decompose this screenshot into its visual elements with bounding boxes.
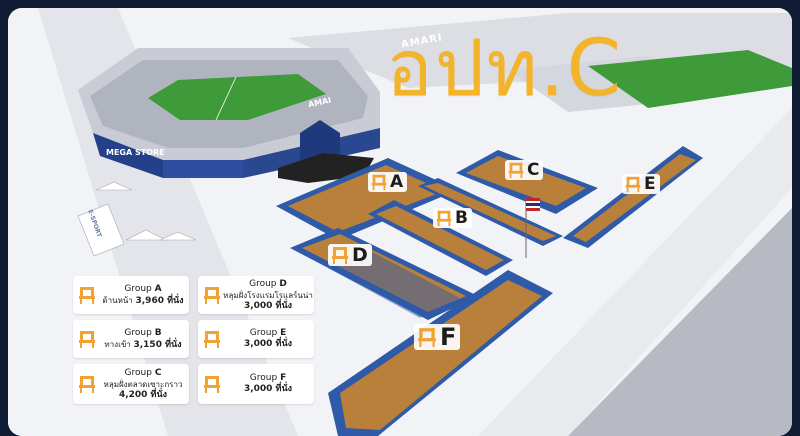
zone-label-c[interactable]: C — [505, 159, 544, 180]
chair-icon — [435, 209, 453, 227]
legend-count: 3,000 ที่นั่ง — [243, 300, 293, 311]
chair-icon — [416, 326, 438, 348]
seating-block-c — [456, 150, 598, 214]
venue-map: AMARI AMAI MEGA STORE E-SPORT อปท.C A B … — [8, 8, 792, 436]
chair-icon — [330, 245, 350, 265]
legend-desc: ทางเข้า — [104, 339, 131, 349]
zone-letter: E — [644, 173, 656, 194]
legend-desc: หลุมฝั่งตลาดเซาะกราว — [103, 379, 183, 389]
legend-group: Group F — [249, 373, 287, 383]
zone-label-b[interactable]: B — [433, 208, 472, 228]
chair-icon — [77, 374, 97, 394]
zone-label-a[interactable]: A — [368, 171, 408, 192]
stadium — [78, 48, 380, 183]
legend-card-d[interactable]: Group D หลุมฝั่งโรงแรมโรแลร์นน่า 3,000 ท… — [198, 276, 314, 314]
legend-count: 3,000 ที่นั่ง — [243, 384, 293, 394]
venue-scene — [8, 8, 792, 436]
legend-card-b[interactable]: Group B ทางเข้า 3,150 ที่นั่ง — [73, 320, 189, 358]
legend-group: Group C — [124, 367, 162, 378]
zone-letter: F — [440, 323, 457, 351]
mega-store-label: MEGA STORE — [106, 148, 165, 157]
legend-card-e[interactable]: Group E 3,000 ที่นั่ง — [198, 320, 314, 358]
seating-block-f — [328, 270, 553, 436]
legend-group: Group A — [124, 283, 162, 294]
flag-icon — [525, 198, 540, 258]
legend-count: 4,200 ที่นั่ง — [118, 389, 168, 400]
zone-label-e[interactable]: E — [622, 174, 660, 194]
chair-icon — [624, 175, 642, 193]
chair-icon — [202, 374, 222, 394]
chair-icon — [370, 173, 388, 191]
field-right — [588, 50, 792, 108]
legend-group: Group D — [249, 278, 287, 289]
legend-count: 3,960 ที่นั่ง — [135, 295, 184, 306]
stadium-entrance — [300, 120, 340, 160]
esport-building — [77, 203, 125, 257]
legend-card-f[interactable]: Group F 3,000 ที่นั่ง — [198, 364, 314, 404]
zone-label-f[interactable]: F — [414, 323, 461, 351]
stadium-pitch — [148, 74, 326, 120]
road-right — [568, 208, 792, 436]
chair-icon — [202, 329, 222, 349]
chair-icon — [77, 285, 97, 305]
chair-icon — [77, 329, 97, 349]
chair-icon — [507, 161, 525, 179]
zone-letter: A — [390, 171, 404, 192]
legend-count: 3,000 ที่นั่ง — [243, 339, 293, 349]
legend-card-c[interactable]: Group C หลุมฝั่งตลาดเซาะกราว 4,200 ที่นั… — [73, 364, 189, 404]
legend-count: 3,150 ที่นั่ง — [133, 339, 182, 350]
zone-letter: D — [352, 243, 368, 266]
legend-card-a[interactable]: Group A ด้านหน้า 3,960 ที่นั่ง — [73, 276, 189, 314]
zone-label-d[interactable]: D — [328, 244, 372, 266]
legend-desc: ด้านหน้า — [102, 295, 133, 305]
seating-block-e — [563, 146, 703, 248]
zone-letter: B — [455, 207, 468, 228]
zone-letter: C — [527, 159, 540, 180]
seating-block-b — [368, 178, 563, 276]
legend-group: Group B — [124, 327, 162, 338]
chair-icon — [202, 285, 222, 305]
page-title: อปท.C — [386, 24, 624, 114]
legend-desc: หลุมฝั่งโรงแรมโรแลร์นน่า — [223, 290, 313, 300]
legend-group: Group E — [249, 328, 287, 338]
